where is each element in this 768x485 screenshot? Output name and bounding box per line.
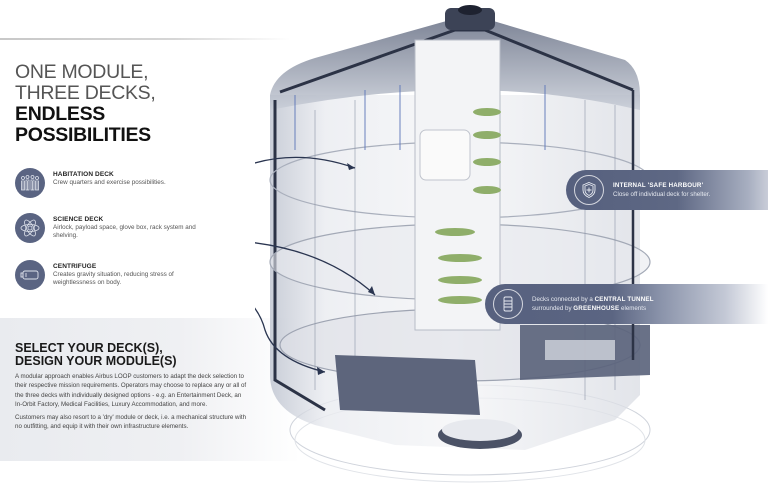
deck-item-science: SCIENCE DECK Airlock, payload space, glo… <box>15 213 205 247</box>
headline-line-2: THREE DECKS, <box>15 82 156 104</box>
shield-icon <box>574 175 604 205</box>
callout-safe-harbour: INTERNAL 'SAFE HARBOUR' Close off indivi… <box>566 170 768 210</box>
select-title-line-1: SELECT YOUR DECK(S), <box>15 341 163 355</box>
callout-text-post: elements <box>619 305 647 312</box>
crew-icon <box>15 168 45 198</box>
callout-central-tunnel: Decks connected by a CENTRAL TUNNEL surr… <box>485 284 768 324</box>
headline-line-1: ONE MODULE, <box>15 61 149 83</box>
deck-item-centrifuge: CENTRIFUGE Creates gravity situation, re… <box>15 260 205 294</box>
callout-text-pre: Decks connected by a <box>532 296 595 303</box>
select-title-line-2: DESIGN YOUR MODULE(S) <box>15 354 177 368</box>
select-deck-panel <box>0 318 300 461</box>
deck-description: Creates gravity situation, reducing stre… <box>53 271 174 286</box>
header-divider <box>0 38 290 40</box>
headline-line-4: POSSIBILITIES <box>15 124 151 146</box>
deck-title: HABITATION DECK <box>53 171 114 178</box>
headline-line-3: ENDLESS <box>15 103 106 125</box>
deck-title: SCIENCE DECK <box>53 216 104 223</box>
select-deck-title: SELECT YOUR DECK(S), DESIGN YOUR MODULE(… <box>15 342 177 368</box>
callout-title: INTERNAL 'SAFE HARBOUR' <box>613 182 704 189</box>
page-headline: ONE MODULE, THREE DECKS, ENDLESS POSSIBI… <box>15 62 156 146</box>
deck-item-habitation: HABITATION DECK Crew quarters and exerci… <box>15 168 205 202</box>
callout-bold-tunnel: CENTRAL TUNNEL <box>594 296 654 303</box>
callout-bold-greenhouse: GREENHOUSE <box>573 305 620 312</box>
select-paragraph-2: Customers may also resort to a 'dry' mod… <box>15 413 247 431</box>
deck-description: Crew quarters and exercise possibilities… <box>53 179 166 186</box>
centrifuge-icon <box>15 260 45 290</box>
select-paragraph-1: A modular approach enables Airbus LOOP c… <box>15 373 247 409</box>
atom-icon <box>15 213 45 243</box>
deck-description: Airlock, payload space, glove box, rack … <box>53 224 196 239</box>
callout-description: Close off individual deck for shelter. <box>613 191 711 198</box>
module-cutaway-illustration <box>255 5 651 483</box>
tunnel-icon <box>493 289 523 319</box>
select-deck-body: A modular approach enables Airbus LOOP c… <box>15 372 250 434</box>
callout-text-mid: surrounded by <box>532 305 574 312</box>
deck-title: CENTRIFUGE <box>53 263 97 270</box>
